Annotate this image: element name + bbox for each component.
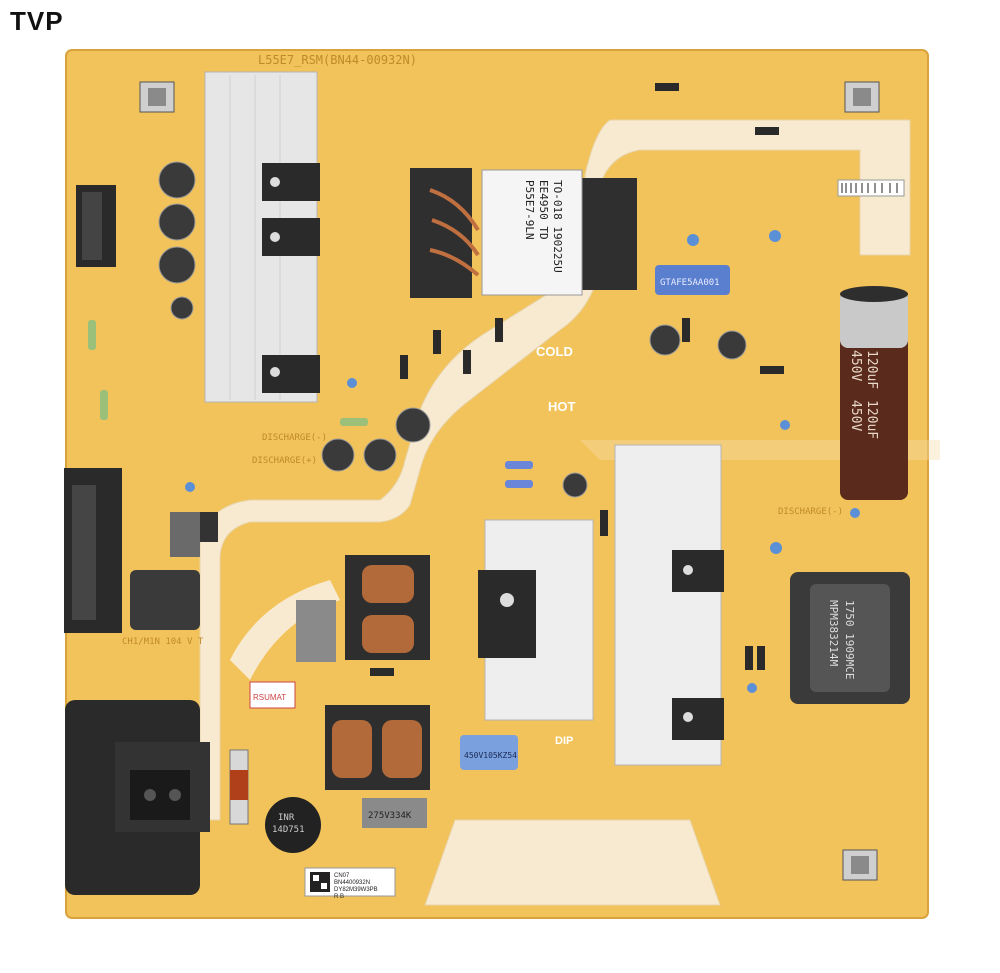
- svg-text:450V105KZ54: 450V105KZ54: [464, 751, 517, 760]
- diode: [370, 83, 784, 676]
- svg-text:MPM383214M: MPM383214M: [827, 600, 840, 667]
- ceramic-capacitor: [185, 230, 860, 693]
- x-capacitor: [362, 798, 427, 828]
- electrolytic-capacitor: [158, 161, 747, 498]
- cold-label: COLD: [536, 344, 573, 359]
- svg-text:R B: R B: [334, 894, 344, 900]
- discharge-label: DISCHARGE(+): [252, 456, 317, 466]
- bulk-capacitor: 450V 120uF 450V 120uF: [840, 286, 908, 500]
- isolation-gap: [424, 819, 721, 906]
- mosfet: [478, 550, 724, 740]
- film-capacitor: [460, 735, 518, 770]
- label-sticker: [249, 681, 296, 709]
- blue-capacitor: [655, 265, 730, 295]
- svg-text:RSUMAT: RSUMAT: [253, 693, 286, 702]
- barcode-sticker: [837, 179, 905, 197]
- model-silkscreen: L55E7_RSM(BN44-00932N): [258, 53, 417, 67]
- svg-text:DY82M39W3PB: DY82M39W3PB: [334, 887, 378, 893]
- svg-text:CN07: CN07: [334, 873, 350, 879]
- dip-label: DIP: [555, 735, 573, 747]
- mount-clip: [139, 81, 880, 881]
- small-component: [170, 512, 218, 557]
- svg-text:450V: 450V: [848, 350, 863, 381]
- resistor: [88, 320, 533, 488]
- transformer: P55E7-9LN EE4950 TD TO-018 190225U: [410, 168, 637, 298]
- svg-text:120uF: 120uF: [864, 350, 879, 389]
- discharge-label: DISCHARGE(-): [262, 433, 327, 443]
- svg-text:GTAFE5AA001: GTAFE5AA001: [660, 278, 720, 288]
- svg-text:14D751: 14D751: [272, 825, 305, 835]
- svg-text:120uF: 120uF: [864, 400, 879, 439]
- qr-sticker: CN07 BN4400932N DY82M39W3PB R B: [304, 867, 396, 900]
- common-mode-choke: [325, 555, 430, 790]
- svg-text:1750 1909MCE: 1750 1909MCE: [843, 600, 856, 679]
- svg-text:BN4400932N: BN4400932N: [334, 880, 370, 886]
- ac-inlet: [65, 700, 210, 895]
- transformer-label: EE4950 TD: [537, 180, 550, 240]
- watermark: TVP: [10, 6, 64, 36]
- svg-text:450V: 450V: [848, 400, 863, 431]
- discharge-label: DISCHARGE(-): [778, 507, 843, 517]
- pfc-inductor: MPM383214M 1750 1909MCE: [790, 572, 910, 704]
- svg-text:INR: INR: [278, 813, 295, 823]
- transformer-label: TO-018 190225U: [551, 180, 564, 273]
- svg-text:275V334K: 275V334K: [368, 811, 412, 821]
- x-capacitor: [296, 600, 336, 662]
- svg-text:CH1/M1N 104 V T: CH1/M1N 104 V T: [122, 637, 204, 647]
- varistor: [265, 797, 321, 853]
- mosfet: [262, 163, 320, 393]
- hot-label: HOT: [548, 399, 576, 414]
- inductor: [130, 570, 200, 630]
- transformer-label: P55E7-9LN: [523, 180, 536, 240]
